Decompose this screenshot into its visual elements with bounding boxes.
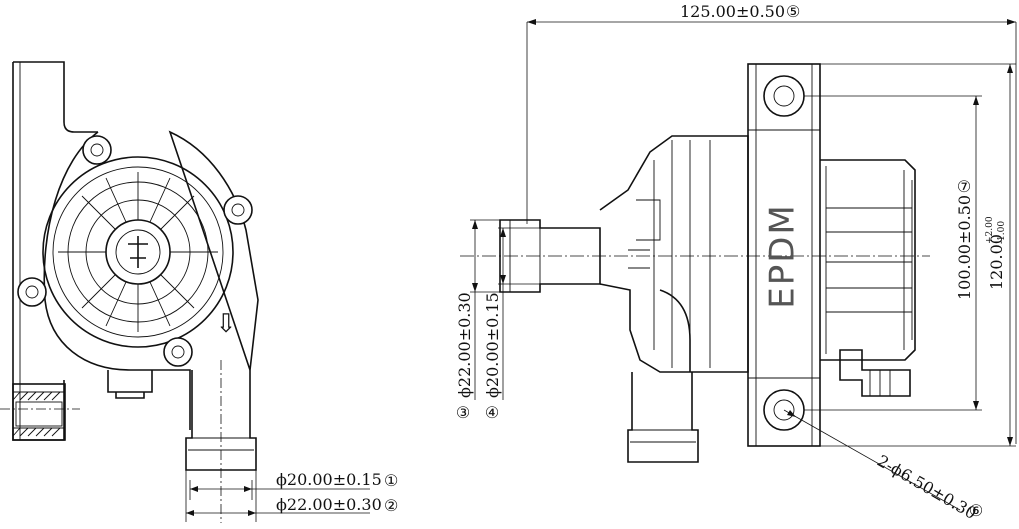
front-ribs: [58, 172, 218, 332]
side-cable-gland: [839, 349, 911, 397]
dim-outlet-outer-marker: ②: [384, 496, 398, 515]
front-base-block: [12, 383, 66, 441]
dim-inlet-inner-text: ϕ20.00±0.15: [483, 292, 502, 398]
dim-height-upper-tol: +2.00: [985, 216, 995, 244]
dim-hole-text: 2-ϕ6.50±0.30: [874, 451, 980, 523]
front-lug-bottom: [163, 337, 193, 367]
front-housing-outer: [42, 156, 234, 348]
hole-leader: [783, 409, 961, 511]
dim-outlet-inner-marker: ①: [384, 471, 398, 490]
dim-length-marker: ⑤: [786, 2, 800, 21]
side-hole-top: [763, 75, 805, 117]
front-lug-right: [223, 195, 253, 225]
side-volute: [599, 135, 749, 373]
epdm-label: EPDM: [763, 203, 803, 309]
side-outlet-pipe: [627, 372, 699, 463]
front-view: ⇩: [0, 61, 259, 523]
front-plug: [107, 370, 153, 399]
dim-height-text: 120.00: [987, 234, 1006, 290]
height-dimensions: [804, 63, 1016, 447]
overall-length-dimension: [526, 19, 1017, 444]
dim-hole-spacing-text: 100.00±0.50: [955, 195, 974, 300]
front-lug-top: [82, 135, 112, 165]
front-outlet-dimensions: [185, 470, 370, 522]
dim-inlet-outer-marker: ③: [456, 403, 470, 422]
dim-inlet-inner-marker: ④: [485, 403, 499, 422]
dim-outlet-inner-text: ϕ20.00±0.15: [276, 470, 382, 489]
front-lug-left: [17, 277, 47, 307]
side-view: [460, 63, 930, 463]
dim-hole-marker: ⑥: [969, 501, 983, 520]
side-motor: [820, 159, 916, 361]
flow-arrow-symbol: ⇩: [215, 309, 237, 339]
side-flange: [747, 63, 821, 447]
dim-height-lower-tol: -1.00: [997, 221, 1007, 244]
dim-inlet-outer-text: ϕ22.00±0.30: [455, 292, 474, 398]
inlet-dimensions: [470, 219, 540, 400]
dim-hole-spacing-marker: ⑦: [957, 177, 971, 196]
dim-outlet-outer-text: ϕ22.00±0.30: [276, 495, 382, 514]
front-volute: [43, 130, 259, 430]
dim-length-text: 125.00±0.50: [680, 2, 785, 21]
